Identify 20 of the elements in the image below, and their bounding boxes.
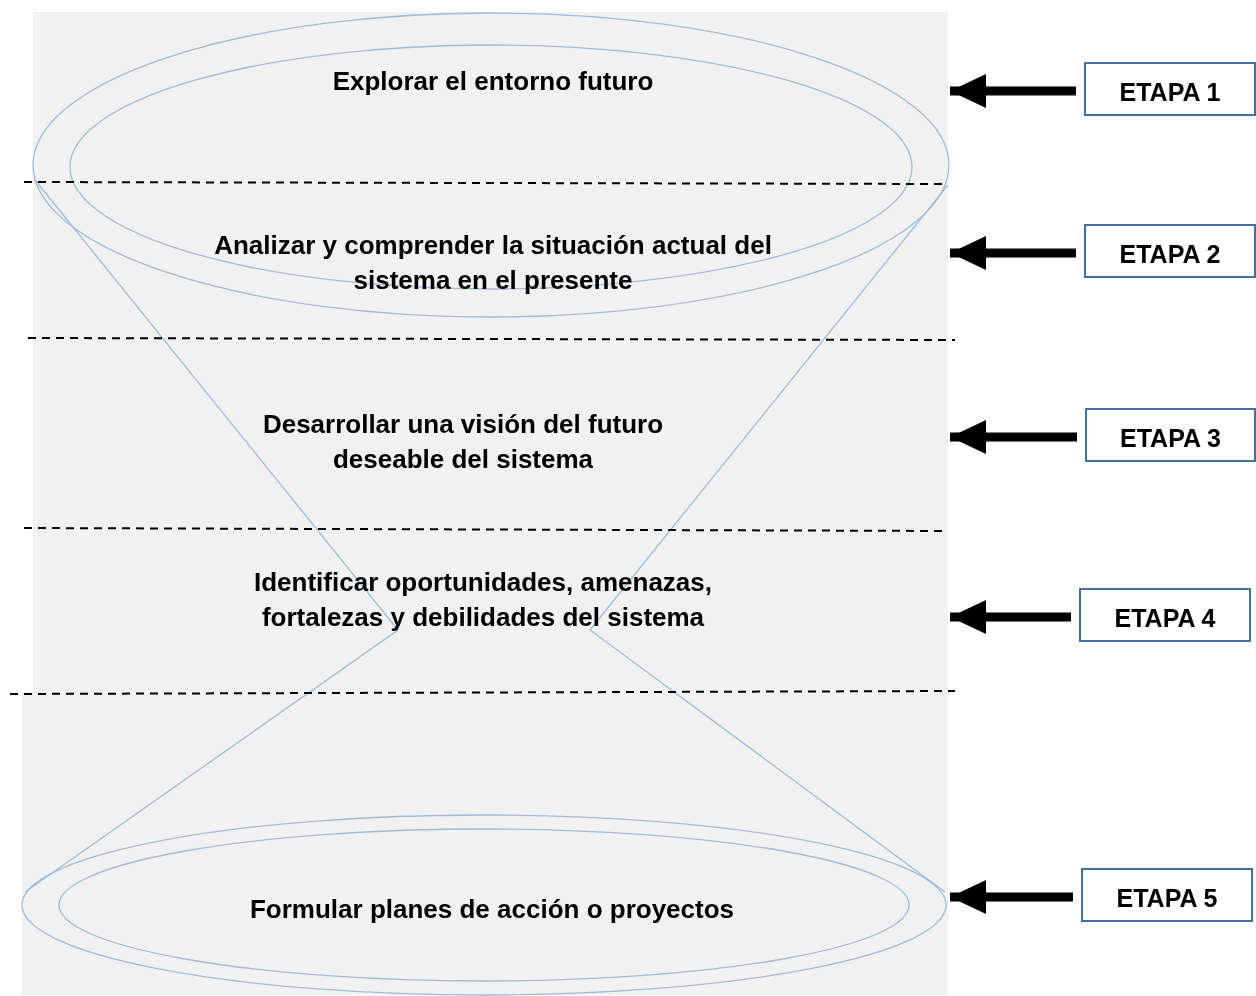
stage-text: Explorar el entorno futuro (331, 65, 655, 98)
arrow (950, 74, 1076, 108)
stage-text: Identificar oportunidades, amenazas, fortalezas y debilidades del sistema (253, 566, 713, 634)
stage-label: ETAPA 3 (1085, 408, 1256, 462)
stage-label: ETAPA 5 (1081, 868, 1253, 922)
arrow (950, 880, 1073, 914)
stage-label: ETAPA 1 (1084, 62, 1256, 116)
stage-label: ETAPA 4 (1079, 588, 1251, 642)
arrow (950, 600, 1071, 634)
stage-band (33, 530, 948, 692)
stage-band (33, 182, 948, 339)
stage-label: ETAPA 2 (1084, 224, 1256, 278)
stage-band (33, 12, 948, 182)
stage-text: Formular planes de acción o proyectos (249, 893, 735, 926)
stage-band (33, 339, 948, 530)
arrow (950, 236, 1076, 270)
stage-text: Desarrollar una visión del futuro deseable del sistema (261, 408, 665, 476)
stage-text: Analizar y comprender la situación actual del sistema en el presente (213, 229, 773, 297)
stage-band (22, 692, 948, 995)
arrow (950, 420, 1077, 454)
